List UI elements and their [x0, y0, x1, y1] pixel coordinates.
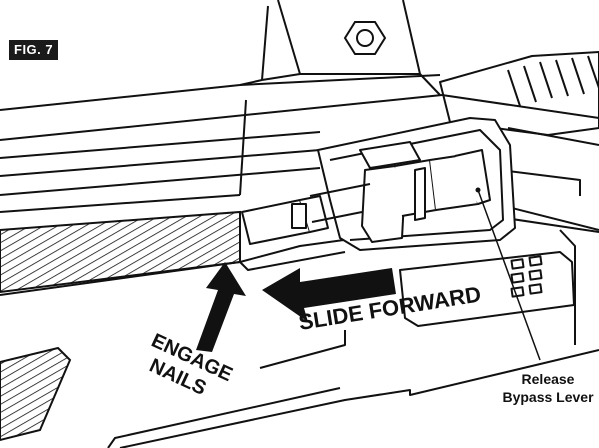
pusher-assembly [241, 117, 516, 251]
hex-nut-icon [343, 21, 387, 55]
hatched-channel [0, 210, 241, 294]
release-leader-line [477, 189, 541, 361]
lower-body [0, 217, 599, 448]
bypass-lever-label: Bypass Lever [502, 389, 594, 405]
release-label: Release [522, 371, 575, 387]
release-leader-dot [475, 187, 481, 193]
grip-hatch [0, 346, 72, 442]
slide-forward-arrow-icon [262, 268, 396, 322]
upper-housing [239, 0, 441, 96]
ribbed-fitting [439, 51, 599, 136]
figure-label: FIG. 7 [9, 40, 59, 60]
control-panel [399, 251, 575, 327]
engage-nails-arrow-icon [196, 262, 246, 352]
magazine-rail [0, 79, 599, 231]
